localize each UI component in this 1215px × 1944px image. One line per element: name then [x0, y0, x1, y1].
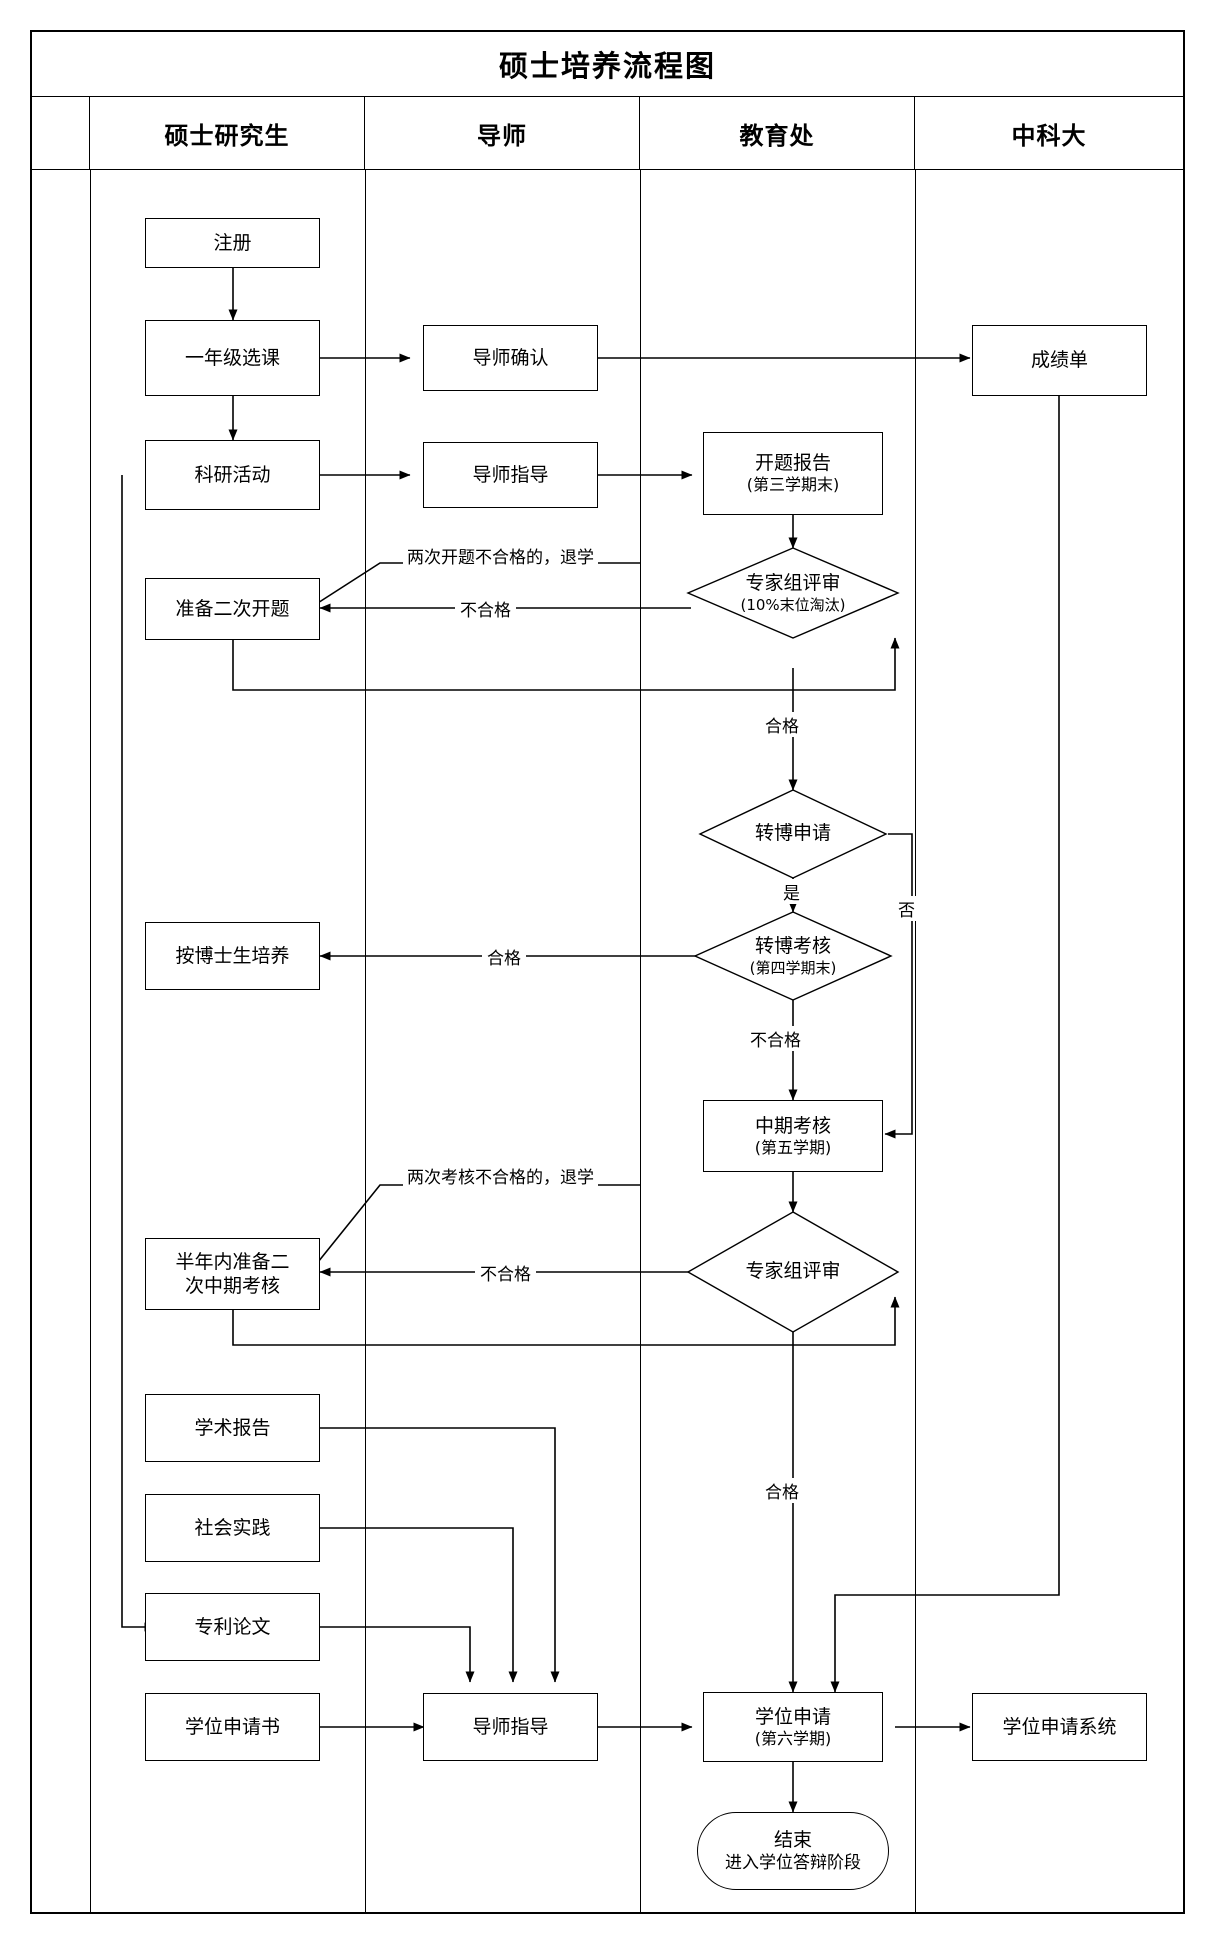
node-advisor-guide-1[interactable]: 导师指导 [423, 442, 598, 508]
chart-title-band: 硕士培养流程图 [30, 30, 1185, 97]
node-degree-application-system[interactable]: 学位申请系统 [972, 1693, 1147, 1761]
node-prepare-second-midterm-label: 半年内准备二 [175, 1250, 290, 1273]
node-train-as-phd-label: 按博士生培养 [175, 944, 290, 967]
node-social-practice[interactable]: 社会实践 [145, 1494, 320, 1562]
node-register-label: 注册 [213, 231, 252, 254]
node-midterm-review-label: 中期考核 [754, 1114, 831, 1137]
node-research-label: 科研活动 [194, 463, 271, 486]
node-phd-transfer-application[interactable]: 转博申请 [698, 789, 888, 879]
node-advisor-guide-2-label: 导师指导 [472, 1715, 549, 1738]
node-advisor-confirm[interactable]: 导师确认 [423, 325, 598, 391]
edge-label-no-phd: 否 [893, 896, 920, 921]
diamond-shape [686, 1211, 900, 1333]
node-end[interactable]: 结束 进入学位答辩阶段 [697, 1812, 889, 1890]
node-midterm-review-sub: (第五学期) [754, 1137, 832, 1157]
node-degree-application-system-label: 学位申请系统 [1002, 1715, 1117, 1738]
node-proposal-report-label: 开题报告 [754, 452, 831, 475]
node-patent-paper-label: 专利论文 [194, 1615, 271, 1638]
node-end-sub: 进入学位答辩阶段 [725, 1853, 861, 1874]
diamond-shape [693, 911, 893, 1001]
node-register[interactable]: 注册 [145, 218, 320, 268]
node-prepare-second-proposal[interactable]: 准备二次开题 [145, 578, 320, 640]
node-expert-review-2[interactable]: 专家组评审 [686, 1211, 900, 1333]
node-degree-application[interactable]: 学位申请 (第六学期) [703, 1692, 883, 1762]
diamond-shape [686, 547, 900, 639]
edge-label-pass-midterm: 合格 [760, 1478, 804, 1503]
node-expert-review-1[interactable]: 专家组评审 (10%末位淘汰) [686, 547, 900, 639]
node-phd-transfer-exam[interactable]: 转博考核 (第四学期末) [693, 911, 893, 1001]
node-research[interactable]: 科研活动 [145, 440, 320, 510]
lane-header-blank [32, 97, 90, 170]
lane-header-advisor: 导师 [365, 97, 640, 170]
node-degree-form-label: 学位申请书 [184, 1715, 280, 1738]
edge-label-pass-phd-exam: 合格 [482, 944, 526, 969]
node-prepare-second-midterm[interactable]: 半年内准备二 次中期考核 [145, 1238, 320, 1310]
node-year1-courses[interactable]: 一年级选课 [145, 320, 320, 396]
edge-label-fail-phd-exam: 不合格 [745, 1026, 806, 1051]
note-two-failed-midterms: 两次考核不合格的，退学 [403, 1163, 598, 1188]
edge-label-fail-midterm: 不合格 [475, 1260, 536, 1285]
node-prepare-second-proposal-label: 准备二次开题 [175, 597, 290, 620]
node-prepare-second-midterm-sub: 次中期考核 [184, 1275, 280, 1297]
node-train-as-phd[interactable]: 按博士生培养 [145, 922, 320, 990]
node-proposal-report-sub: (第三学期末) [746, 475, 840, 495]
lane-divider-4 [915, 170, 916, 1912]
lane-divider-3 [640, 170, 641, 1912]
node-advisor-confirm-label: 导师确认 [472, 346, 549, 369]
node-midterm-review[interactable]: 中期考核 (第五学期) [703, 1100, 883, 1172]
node-patent-paper[interactable]: 专利论文 [145, 1593, 320, 1661]
diamond-shape [698, 789, 888, 879]
lane-header-ustc: 中科大 [1011, 122, 1087, 150]
edge-label-pass-proposal: 合格 [760, 712, 804, 737]
node-advisor-guide-1-label: 导师指导 [472, 463, 549, 486]
node-proposal-report[interactable]: 开题报告 (第三学期末) [703, 432, 883, 515]
lane-header-student: 硕士研究生 [90, 97, 365, 170]
node-end-label: 结束 [773, 1828, 812, 1851]
node-transcript[interactable]: 成绩单 [972, 325, 1147, 396]
lane-header-office: 教育处 [640, 97, 915, 170]
lane-divider-2 [365, 170, 366, 1912]
node-academic-report[interactable]: 学术报告 [145, 1394, 320, 1462]
node-academic-report-label: 学术报告 [194, 1416, 271, 1439]
edge-label-fail-proposal: 不合格 [455, 596, 516, 621]
lane-divider-1 [90, 170, 91, 1912]
node-degree-application-sub: (第六学期) [754, 1728, 832, 1748]
node-degree-form[interactable]: 学位申请书 [145, 1693, 320, 1761]
node-advisor-guide-2[interactable]: 导师指导 [423, 1693, 598, 1761]
node-transcript-label: 成绩单 [1030, 349, 1088, 372]
node-year1-courses-label: 一年级选课 [184, 346, 280, 369]
lane-header-row: 硕士研究生 导师 教育处 中科大 [30, 97, 1185, 170]
page-title: 硕士培养流程图 [498, 49, 716, 83]
edge-label-yes-phd: 是 [778, 879, 805, 904]
node-degree-application-label: 学位申请 [754, 1705, 831, 1728]
node-social-practice-label: 社会实践 [194, 1516, 271, 1539]
note-two-failed-proposals: 两次开题不合格的，退学 [403, 543, 598, 568]
